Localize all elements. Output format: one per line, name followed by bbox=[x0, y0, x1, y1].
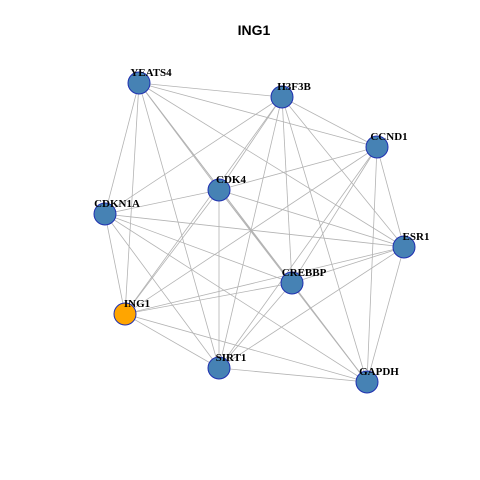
node-label-h3f3b: H3F3B bbox=[277, 81, 311, 93]
edge-cdkn1a-sirt1 bbox=[104, 213, 220, 369]
edge-h3f3b-esr1 bbox=[281, 96, 405, 248]
edge-ccnd1-sirt1 bbox=[218, 146, 378, 369]
node-label-cdk4: CDK4 bbox=[216, 174, 246, 186]
edge-crebbp-gapdh bbox=[291, 282, 368, 383]
node-cdk4[interactable]: CDK4 bbox=[207, 174, 246, 202]
edge-esr1-sirt1 bbox=[218, 246, 405, 369]
edge-yeats4-cdkn1a bbox=[104, 82, 140, 215]
edge-layer bbox=[104, 82, 405, 383]
node-label-yeats4: YEATS4 bbox=[130, 67, 172, 79]
edge-esr1-gapdh bbox=[366, 246, 405, 383]
node-label-cdkn1a: CDKN1A bbox=[94, 198, 140, 210]
node-label-crebbp: CREBBP bbox=[282, 267, 327, 279]
node-yeats4[interactable]: YEATS4 bbox=[127, 67, 172, 95]
edge-cdkn1a-ing1 bbox=[104, 213, 126, 315]
edge-ccnd1-esr1 bbox=[376, 146, 405, 248]
edge-h3f3b-sirt1 bbox=[218, 96, 283, 369]
node-circle-esr1[interactable] bbox=[392, 235, 416, 259]
edge-h3f3b-cdkn1a bbox=[104, 96, 283, 215]
node-circle-ccnd1[interactable] bbox=[365, 135, 389, 159]
node-cdkn1a[interactable]: CDKN1A bbox=[93, 198, 140, 226]
node-circle-gapdh[interactable] bbox=[355, 370, 379, 394]
edge-yeats4-sirt1 bbox=[138, 82, 220, 369]
edge-h3f3b-ing1 bbox=[124, 96, 283, 315]
edge-crebbp-sirt1 bbox=[218, 282, 293, 369]
edge-ccnd1-gapdh bbox=[366, 146, 378, 383]
node-circle-crebbp[interactable] bbox=[280, 271, 304, 295]
edge-cdk4-cdkn1a bbox=[104, 189, 220, 215]
edge-ing1-gapdh bbox=[124, 313, 368, 383]
edge-esr1-ing1 bbox=[124, 246, 405, 315]
edge-yeats4-esr1 bbox=[138, 82, 405, 248]
edge-cdkn1a-crebbp bbox=[104, 213, 293, 284]
node-esr1[interactable]: ESR1 bbox=[392, 231, 430, 259]
node-ccnd1[interactable]: CCND1 bbox=[365, 131, 408, 159]
node-label-ing1: ING1 bbox=[124, 298, 150, 310]
node-ing1[interactable]: ING1 bbox=[113, 298, 150, 326]
edge-cdk4-ing1 bbox=[124, 189, 220, 315]
edge-cdk4-esr1 bbox=[218, 189, 405, 248]
edge-cdkn1a-gapdh bbox=[104, 213, 368, 383]
edge-yeats4-ccnd1 bbox=[138, 82, 378, 148]
node-circle-cdkn1a[interactable] bbox=[93, 202, 117, 226]
edge-h3f3b-ccnd1 bbox=[281, 96, 378, 148]
node-label-esr1: ESR1 bbox=[403, 231, 430, 243]
edge-cdkn1a-esr1 bbox=[104, 213, 405, 248]
edge-yeats4-ing1 bbox=[124, 82, 140, 315]
edge-h3f3b-crebbp bbox=[281, 96, 293, 284]
edge-ccnd1-crebbp bbox=[291, 146, 378, 284]
edge-h3f3b-gapdh bbox=[281, 96, 368, 383]
node-h3f3b[interactable]: H3F3B bbox=[270, 81, 311, 109]
edge-ccnd1-cdk4 bbox=[218, 146, 378, 191]
node-label-sirt1: SIRT1 bbox=[216, 352, 247, 364]
node-circle-cdk4[interactable] bbox=[207, 178, 231, 202]
node-circle-sirt1[interactable] bbox=[207, 356, 231, 380]
node-label-ccnd1: CCND1 bbox=[370, 131, 407, 143]
node-circle-h3f3b[interactable] bbox=[270, 85, 294, 109]
edge-h3f3b-cdk4 bbox=[218, 96, 283, 191]
edge-yeats4-h3f3b bbox=[138, 82, 283, 98]
node-crebbp[interactable]: CREBBP bbox=[280, 267, 327, 295]
node-circle-yeats4[interactable] bbox=[127, 71, 151, 95]
diagram-title: ING1 bbox=[238, 22, 271, 38]
edge-esr1-crebbp bbox=[291, 246, 405, 284]
node-label-gapdh: GAPDH bbox=[359, 366, 399, 378]
node-gapdh[interactable]: GAPDH bbox=[355, 366, 399, 394]
edge-sirt1-gapdh bbox=[218, 367, 368, 383]
node-sirt1[interactable]: SIRT1 bbox=[207, 352, 247, 380]
edge-crebbp-ing1 bbox=[124, 282, 293, 315]
node-circle-ing1[interactable] bbox=[113, 302, 137, 326]
edge-ing1-sirt1 bbox=[124, 313, 220, 369]
